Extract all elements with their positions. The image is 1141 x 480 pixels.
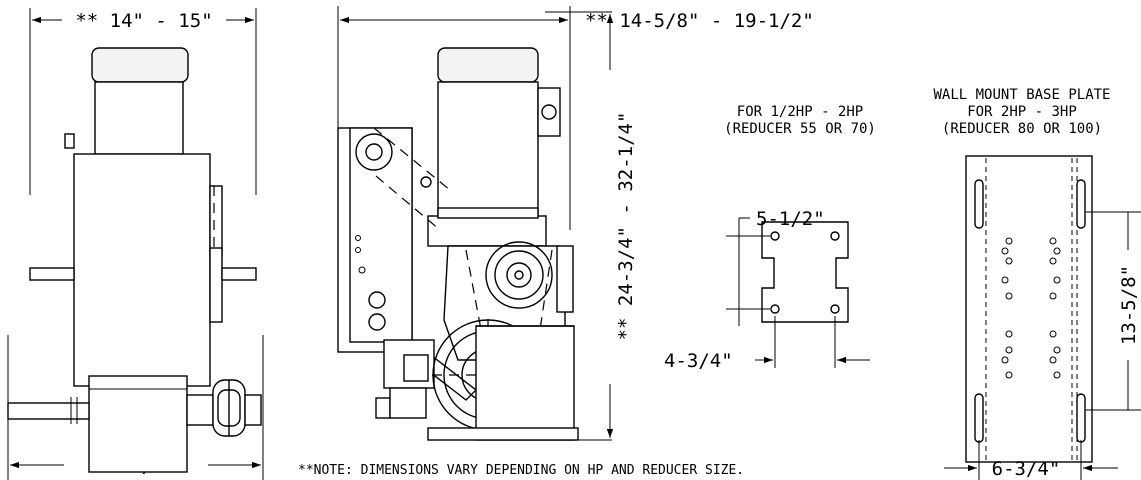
wall-plate-title-line1: WALL MOUNT BASE PLATE bbox=[933, 87, 1110, 103]
side-view: ** 14-5/8" - 19-1/2" ** 24-3/4" - 32-1/4… bbox=[337, 6, 814, 441]
small-plate-dim-top: 5-1/2" bbox=[756, 208, 825, 230]
wall-plate-title-line2: FOR 2HP - 3HP bbox=[967, 104, 1077, 120]
wall-plate-dim-bottom: 6-3/4" bbox=[992, 458, 1061, 480]
wall-base-plate: WALL MOUNT BASE PLATE FOR 2HP - 3HP (RED… bbox=[933, 87, 1141, 480]
small-plate-title-line1: FOR 1/2HP - 2HP bbox=[737, 104, 863, 120]
side-depth-top-label: ** 14-5/8" - 19-1/2" bbox=[585, 10, 814, 32]
wall-plate-dim-vertical: 13-5/8" bbox=[1118, 265, 1140, 345]
front-width-top-label: ** 14" - 15" bbox=[75, 10, 212, 32]
wall-plate-title-line3: (REDUCER 80 OR 100) bbox=[942, 121, 1102, 137]
small-plate-title-line2: (REDUCER 55 OR 70) bbox=[724, 121, 876, 137]
side-height-vertical-label: ** 24-3/4" - 32-1/4" bbox=[615, 112, 637, 341]
front-view: ** 14" - 15" 15-3/4" bbox=[7, 8, 264, 480]
small-plate-dim-bottom: 4-3/4" bbox=[664, 350, 733, 372]
dimension-note: **NOTE: DIMENSIONS VARY DEPENDING ON HP … bbox=[298, 463, 744, 478]
small-base-plate: FOR 1/2HP - 2HP (REDUCER 55 OR 70) 5-1/2… bbox=[664, 104, 876, 372]
